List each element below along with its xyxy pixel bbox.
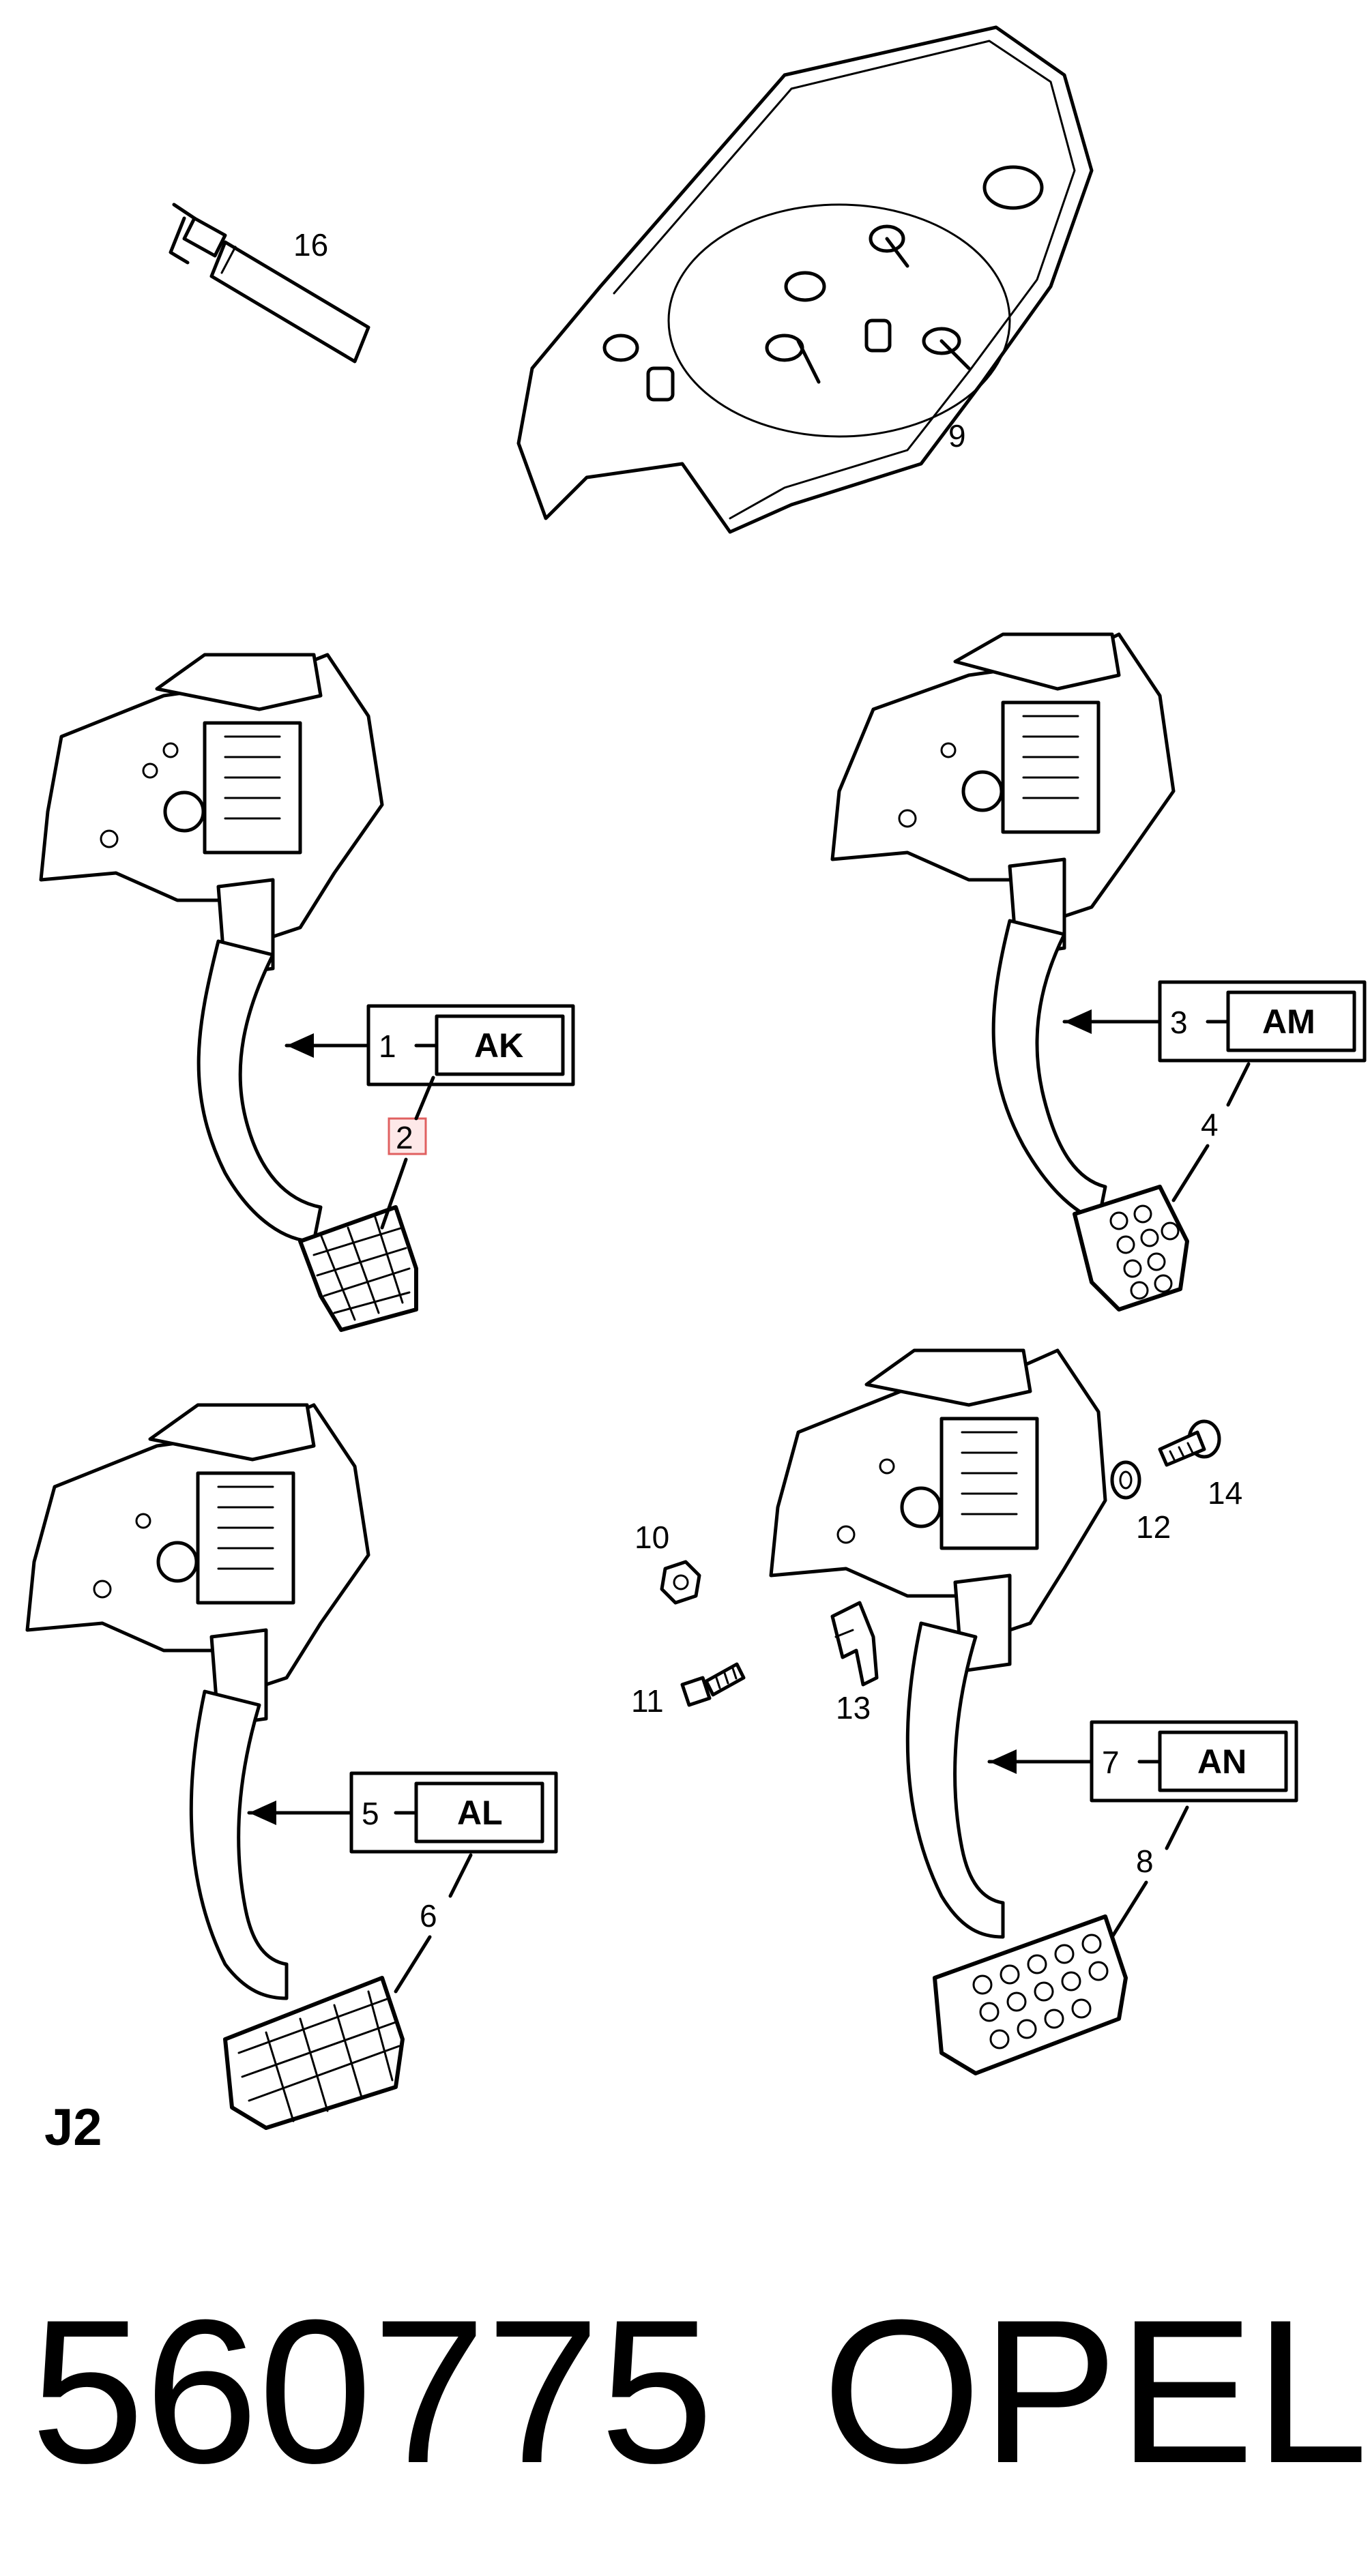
variant-box-am <box>1062 980 1367 1063</box>
part-11-bolt <box>680 1662 746 1707</box>
leader-4 <box>1171 1062 1251 1202</box>
variant-label-ak: AK <box>474 1026 523 1065</box>
leader-8 <box>1110 1805 1189 1939</box>
variant-box-ak <box>285 1004 575 1086</box>
callout-12: 12 <box>1136 1509 1171 1545</box>
callout-7: 7 <box>1102 1745 1120 1780</box>
leader-6 <box>394 1853 473 1994</box>
part-14-bolt <box>1158 1419 1221 1467</box>
part-12-washer <box>1110 1460 1141 1500</box>
part-16-switch <box>169 203 370 364</box>
callout-11: 11 <box>631 1683 664 1719</box>
pedal-assembly-am <box>830 632 1189 1312</box>
callout-1: 1 <box>379 1028 396 1064</box>
callout-6: 6 <box>420 1898 437 1934</box>
callout-14: 14 <box>1208 1475 1242 1511</box>
callout-13: 13 <box>836 1690 871 1726</box>
callout-4: 4 <box>1201 1107 1219 1142</box>
callout-5: 5 <box>362 1796 379 1831</box>
part-9-bulkhead-plate <box>516 25 1094 534</box>
callout-2-highlight <box>388 1117 427 1155</box>
variant-label-an: AN <box>1197 1743 1247 1781</box>
part-10-nut <box>660 1560 701 1605</box>
part-13-clip <box>830 1601 879 1687</box>
pedal-assembly-an <box>769 1348 1128 2075</box>
callout-9: 9 <box>948 418 966 454</box>
callout-10: 10 <box>635 1520 669 1555</box>
variant-box-al <box>247 1771 558 1854</box>
variant-label-al: AL <box>457 1794 503 1832</box>
callout-2: 2 <box>396 1120 413 1155</box>
footer-brand: OPEL <box>822 2277 1368 2506</box>
section-code: J2 <box>44 2099 102 2157</box>
pedal-assembly-ak <box>39 653 418 1332</box>
callout-8: 8 <box>1136 1844 1154 1879</box>
variant-box-an <box>987 1720 1298 1803</box>
pedal-assembly-al <box>25 1403 405 2130</box>
leader-2 <box>380 1157 408 1230</box>
variant-label-am: AM <box>1262 1003 1315 1041</box>
callout-16: 16 <box>293 227 328 263</box>
footer-part-number: 560775 <box>31 2277 714 2506</box>
callout-3: 3 <box>1170 1005 1188 1040</box>
